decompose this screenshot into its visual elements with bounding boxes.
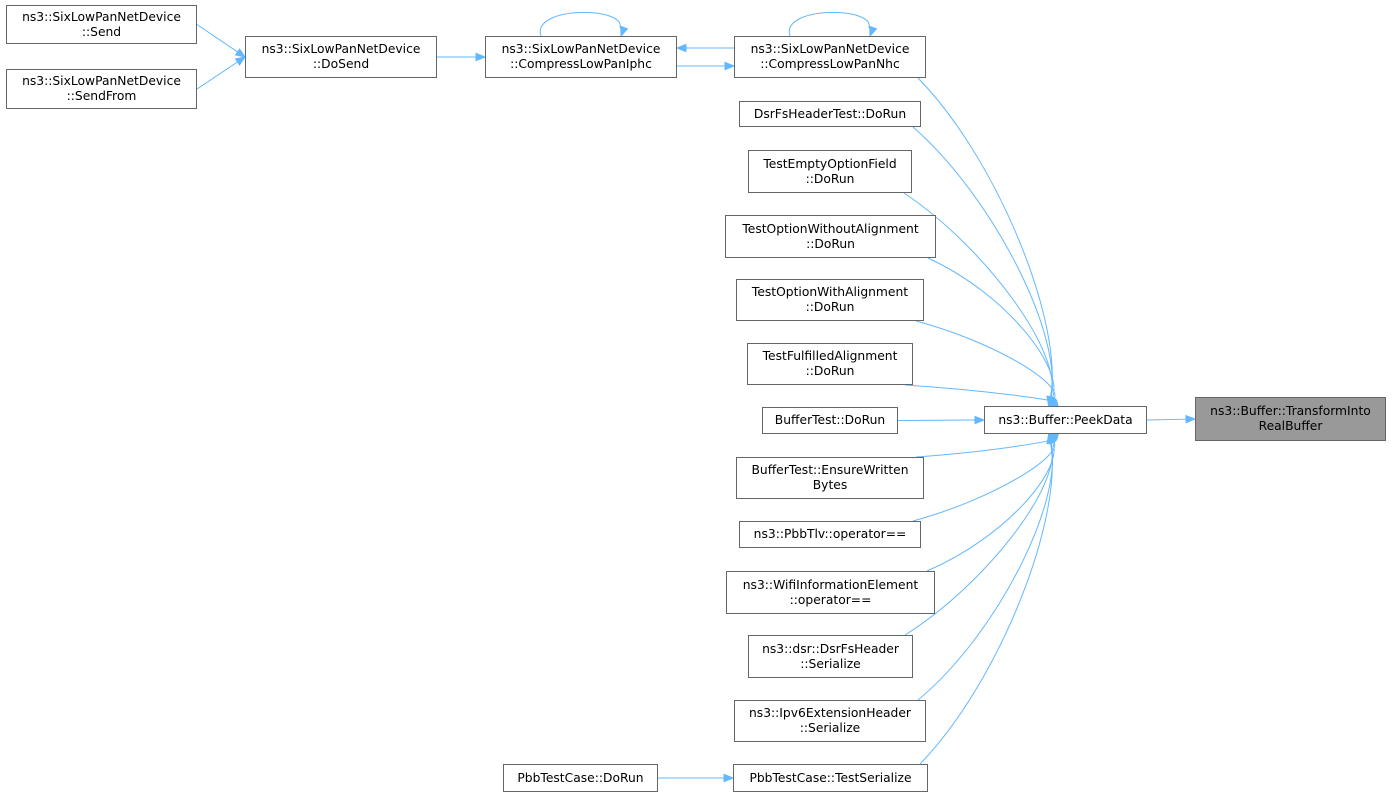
node-dsrfs[interactable]: DsrFsHeaderTest::DoRun <box>739 101 921 127</box>
node-testserialize[interactable]: PbbTestCase::TestSerialize <box>733 764 928 792</box>
node-label-line: ns3::Buffer::TransformInto <box>1210 404 1371 418</box>
node-withalign[interactable]: TestOptionWithAlignment::DoRun <box>736 279 924 321</box>
node-label-line: ::DoRun <box>805 364 855 378</box>
edge-withalign-to-peekdata <box>915 320 1056 399</box>
edge-pbbtlv-to-peekdata <box>912 441 1056 522</box>
node-label-line: ns3::WifiInformationElement <box>742 577 919 592</box>
node-pbbdorun[interactable]: PbbTestCase::DoRun <box>503 764 658 792</box>
node-peekdata[interactable]: ns3::Buffer::PeekData <box>984 406 1147 434</box>
node-label-line: ::Send <box>81 24 122 39</box>
edge-dsrfs-to-peekdata <box>912 126 1053 398</box>
node-fulfilled[interactable]: TestFulfilledAlignment::DoRun <box>747 343 913 385</box>
node-label-line: ::DoRun <box>805 300 855 314</box>
edge-withoutalign-to-peekdata <box>927 257 1055 398</box>
edge-arrowhead <box>234 48 247 58</box>
node-sendfrom[interactable]: ns3::SixLowPanNetDevice::SendFrom <box>6 69 197 109</box>
node-label-line: ::operator== <box>789 592 872 607</box>
edge-arrowhead <box>675 43 687 53</box>
edge-arrowhead <box>1046 432 1055 445</box>
node-iphc[interactable]: ns3::SixLowPanNetDevice::CompressLowPanI… <box>485 36 677 78</box>
node-label-line: BufferTest::EnsureWritten <box>751 463 909 477</box>
node-label-line: ns3::SixLowPanNetDevice <box>22 9 181 24</box>
node-label-line: BufferTest::DoRun <box>774 413 886 427</box>
node-label-line: ::DoRun <box>805 171 855 186</box>
node-label-line: ns3::Ipv6ExtensionHeader <box>749 706 911 720</box>
node-withoutalign[interactable]: TestOptionWithoutAlignment::DoRun <box>725 215 936 258</box>
node-pbbtlv[interactable]: ns3::PbbTlv::operator== <box>739 521 921 548</box>
edge-arrowhead <box>234 56 247 66</box>
node-label-line: PbbTestCase::DoRun <box>517 770 644 785</box>
node-label-line: PbbTestCase::TestSerialize <box>749 770 912 785</box>
edge-arrowhead <box>974 415 986 425</box>
edge-ipv6ext-to-peekdata <box>917 442 1053 701</box>
node-label-line: ns3::Buffer::PeekData <box>998 412 1133 427</box>
edge-arrowhead <box>1185 414 1197 424</box>
node-label-line: RealBuffer <box>1258 419 1323 433</box>
node-label-line: ns3::SixLowPanNetDevice <box>261 42 421 56</box>
edge-peekdata-to-transform <box>1146 418 1187 421</box>
node-label-line: ::CompressLowPanNhc <box>760 57 900 71</box>
edge-iphc-to-iphc <box>539 11 621 37</box>
edge-nhc-to-peekdata <box>917 77 1053 398</box>
node-buffertest[interactable]: BufferTest::DoRun <box>762 407 898 434</box>
edge-arrowhead <box>723 773 735 783</box>
node-label-line: ns3::SixLowPanNetDevice <box>750 42 910 56</box>
node-send[interactable]: ns3::SixLowPanNetDevice::Send <box>6 5 197 44</box>
node-ipv6ext[interactable]: ns3::Ipv6ExtensionHeader::Serialize <box>734 700 926 742</box>
node-label-line: ns3::PbbTlv::operator== <box>753 527 907 541</box>
node-label-line: DsrFsHeaderTest::DoRun <box>753 106 907 121</box>
edge-arrowhead <box>620 25 629 38</box>
node-label-line: ns3::SixLowPanNetDevice <box>501 42 661 56</box>
node-label-line: TestEmptyOptionField <box>763 156 897 171</box>
node-label-line: ::DoSend <box>312 57 370 71</box>
node-label-line: Bytes <box>812 478 848 492</box>
edge-testserialize-to-peekdata <box>919 442 1053 765</box>
edge-wifiinfo-to-peekdata <box>926 442 1055 572</box>
node-label-line: ::Serialize <box>799 721 861 735</box>
edge-dsrfsheader-to-peekdata <box>904 442 1053 636</box>
edge-fulfilled-to-peekdata <box>904 384 1058 404</box>
edge-arrowhead <box>869 25 878 38</box>
node-label-line: ::DoRun <box>806 236 855 251</box>
node-emptyopt[interactable]: TestEmptyOptionField::DoRun <box>748 150 912 193</box>
node-nhc[interactable]: ns3::SixLowPanNetDevice::CompressLowPanN… <box>734 36 926 78</box>
node-label-line: ns3::dsr::DsrFsHeader <box>762 641 899 656</box>
edge-sendfrom-to-dosend <box>196 61 238 90</box>
edge-nhc-to-nhc <box>788 11 870 37</box>
edge-send-to-dosend <box>196 24 238 53</box>
node-label-line: ::SendFrom <box>66 89 137 103</box>
node-label-line: TestOptionWithAlignment <box>751 285 909 299</box>
node-label-line: TestOptionWithoutAlignment <box>742 221 919 236</box>
node-wifiinfo[interactable]: ns3::WifiInformationElement::operator== <box>726 571 935 614</box>
node-label-line: ::Serialize <box>800 656 861 671</box>
edge-ensurewritten-to-peekdata <box>915 436 1058 458</box>
node-label-line: ::CompressLowPanIphc <box>510 57 652 71</box>
node-label-line: ns3::SixLowPanNetDevice <box>22 74 181 88</box>
edge-arrowhead <box>724 61 736 71</box>
node-dsrfsheader[interactable]: ns3::dsr::DsrFsHeader::Serialize <box>748 635 913 678</box>
node-dosend[interactable]: ns3::SixLowPanNetDevice::DoSend <box>245 36 437 78</box>
node-label-line: TestFulfilledAlignment <box>762 349 898 363</box>
edge-arrowhead <box>475 52 487 62</box>
